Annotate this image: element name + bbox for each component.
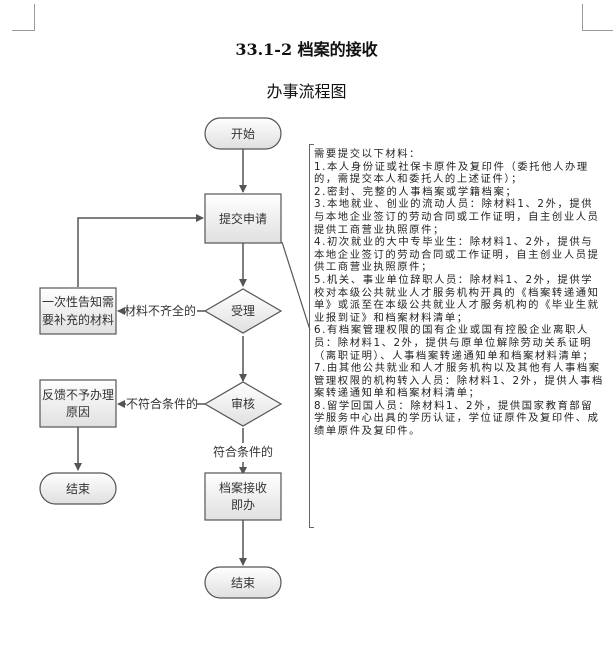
node-end-left xyxy=(39,472,117,505)
node-review-label: 审核 xyxy=(231,396,255,411)
materials-item: 4.初次就业的大中专毕业生：除材料1、2外，提供与本地企业签订的劳动合同或工作证… xyxy=(314,236,600,274)
materials-heading: 需要提交以下材料： xyxy=(314,148,422,160)
edge-label-incomplete: 材料不齐全的 xyxy=(124,303,196,318)
node-end-left-label: 结束 xyxy=(66,482,90,496)
node-feedback xyxy=(39,379,117,428)
node-end-right xyxy=(204,566,282,599)
edge-notify-submit xyxy=(77,214,204,287)
node-start xyxy=(204,117,282,150)
materials-item: 8.留学回国人员：除材料1、2外，提供国家教育部留学服务中心出具的学历认证，学位… xyxy=(314,399,600,438)
node-notify-label-2: 要补充的材料 xyxy=(42,312,114,327)
annotation-bracket xyxy=(309,144,314,528)
node-review xyxy=(203,381,283,427)
document-subtitle: 办事流程图 xyxy=(266,82,347,101)
node-process-label-1: 档案接收 xyxy=(219,480,267,495)
node-submit xyxy=(204,193,282,244)
document-title: 33.1-2 档案的接收 xyxy=(235,40,378,59)
page-corner-mark-right xyxy=(582,4,613,31)
materials-item: 7.由其他公共就业和人才服务机构以及其他有人事档案管理权限的机构转入人员：除材料… xyxy=(314,362,604,400)
node-feedback-label-1: 反馈不予办理 xyxy=(42,387,114,402)
node-start-label: 开始 xyxy=(231,127,255,141)
materials-item: 6.有档案管理权限的国有企业或国有控股企业离职人员：除材料1、2外，提供与原单位… xyxy=(314,324,595,362)
edge-label-qualified: 符合条件的 xyxy=(213,444,273,459)
materials-item: 1.本人身份证或社保卡原件及复印件（委托他人办理的，需提交本人和委托人的上述证件… xyxy=(314,160,589,186)
node-notify xyxy=(39,287,117,335)
materials-item: 5.机关、事业单位辞职人员：除材料1、2外，提供学校对本级公共就业人才服务机构开… xyxy=(314,273,600,324)
node-notify-label-1: 一次性告知需 xyxy=(42,295,114,309)
materials-item: 3.本地就业、创业的流动人员：除材料1、2外，提供与本地企业签订的劳动合同或工作… xyxy=(314,198,600,236)
edge-label-not-qualified: 不符合条件的 xyxy=(126,396,198,411)
node-accept xyxy=(203,288,283,334)
page-corner-mark-left xyxy=(12,4,35,31)
materials-annotation: 需要提交以下材料： 1.本人身份证或社保卡原件及复印件（委托他人办理的，需提交本… xyxy=(314,148,604,438)
node-process-label-2: 即办 xyxy=(231,497,255,512)
node-process xyxy=(204,472,282,521)
materials-item: 2.密封、完整的人事档案或学籍档案； xyxy=(314,185,518,198)
annotation-leader xyxy=(281,241,311,331)
node-submit-label: 提交申请 xyxy=(219,211,267,226)
node-accept-label: 受理 xyxy=(231,304,255,318)
node-feedback-label-2: 原因 xyxy=(66,405,90,419)
node-end-right-label: 结束 xyxy=(231,576,255,590)
